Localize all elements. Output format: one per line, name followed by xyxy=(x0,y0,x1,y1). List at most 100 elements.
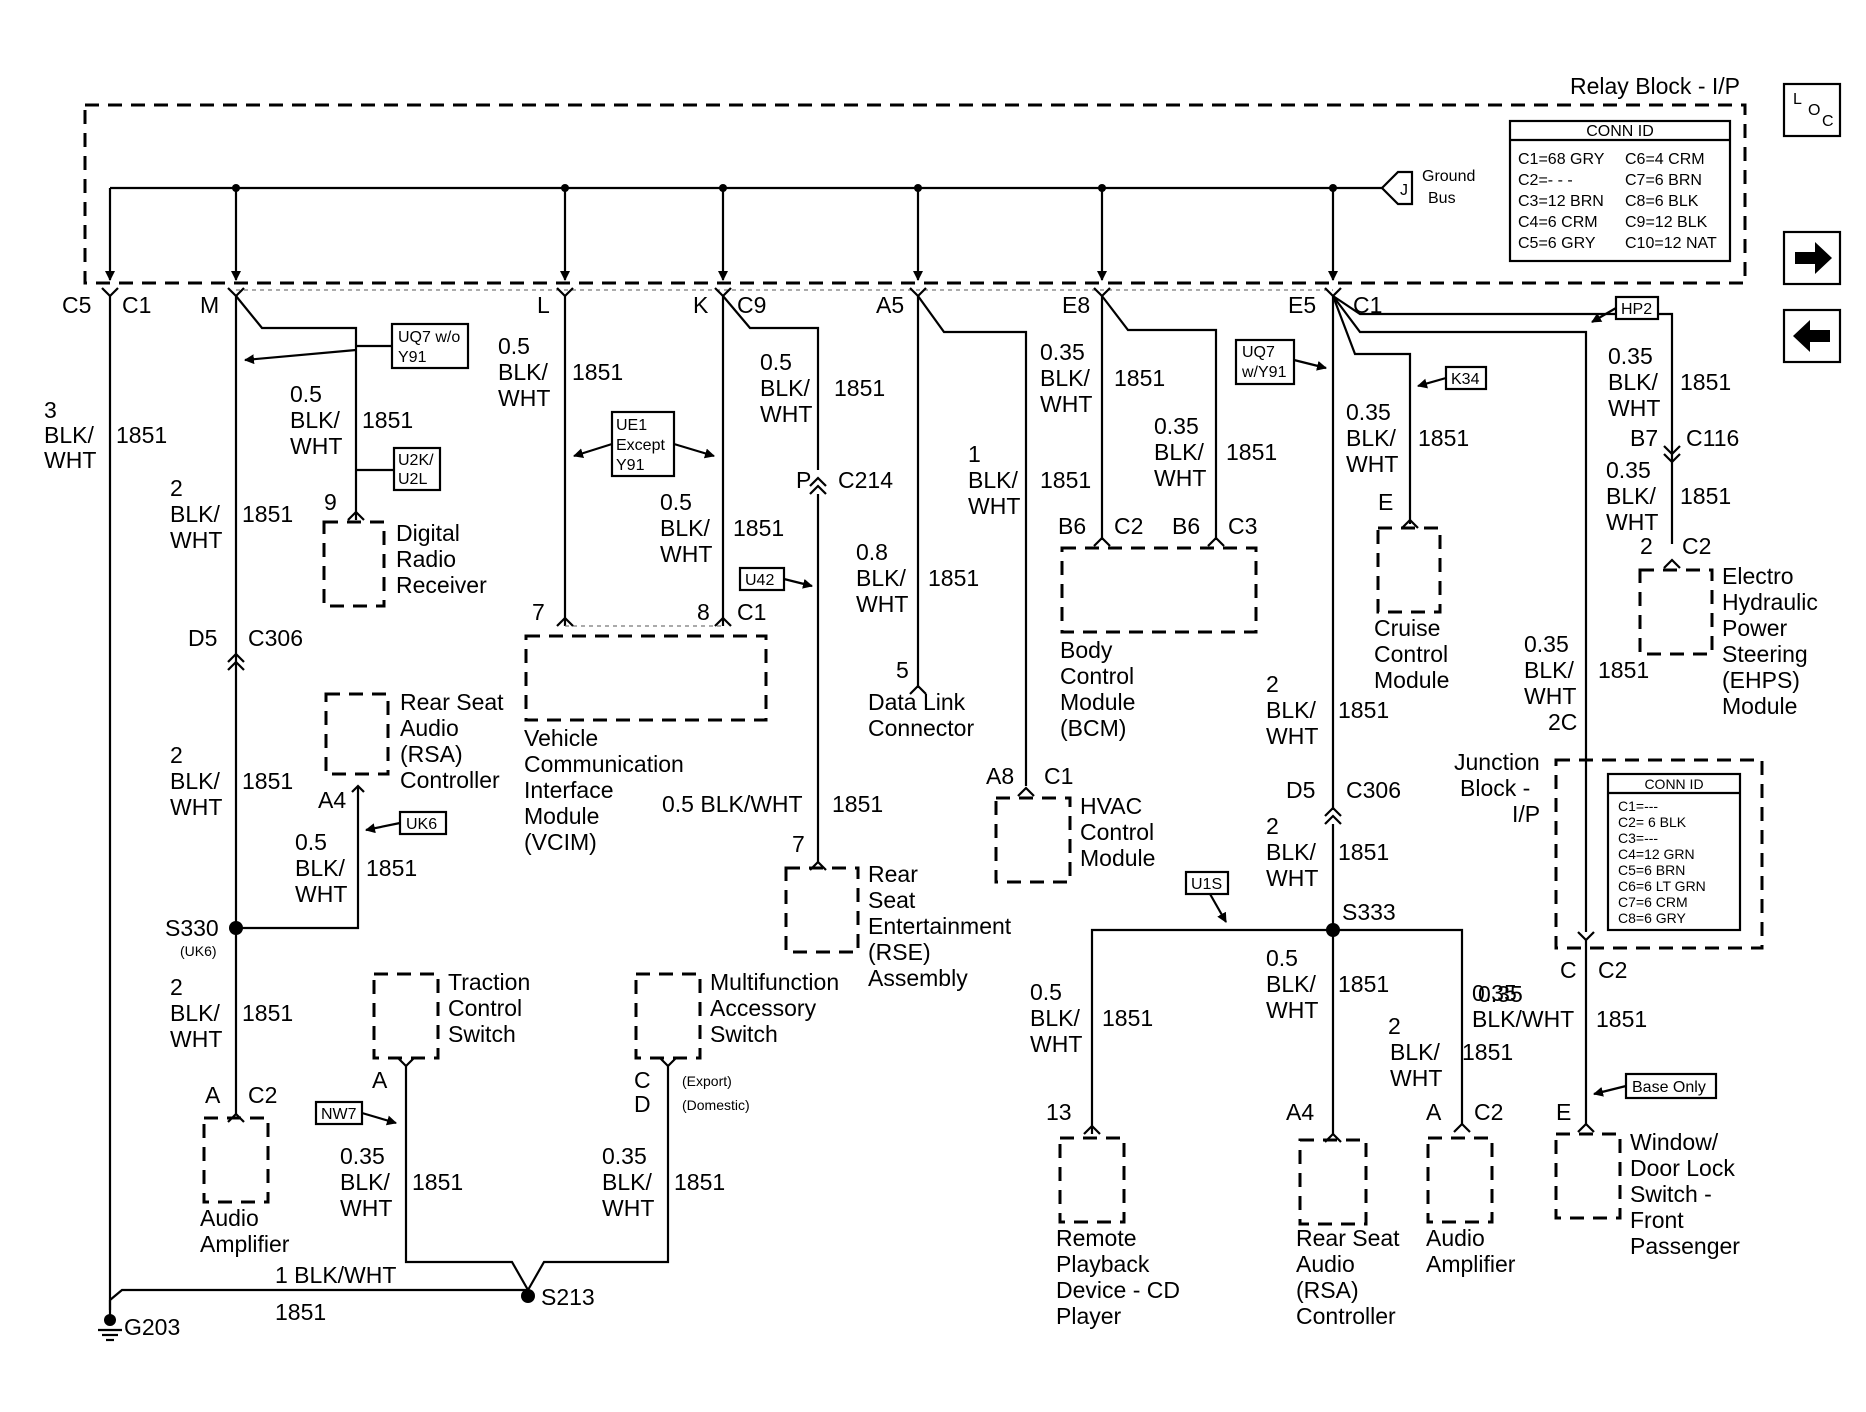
pin-e: E xyxy=(1378,489,1393,515)
connector-chevrons xyxy=(101,287,1342,298)
conn-p: P xyxy=(796,467,811,493)
audio-amplifier-left-box xyxy=(202,1116,270,1204)
component-label: Control xyxy=(1060,663,1134,689)
wire-color: WHT xyxy=(760,401,812,427)
arrow-right-icon[interactable] xyxy=(1782,230,1842,286)
circuit-number: 1851 xyxy=(242,1000,293,1026)
component-label: Entertainment xyxy=(868,913,1012,939)
wire-gauge: 0.5 xyxy=(1266,945,1298,971)
pin-a: A xyxy=(372,1067,388,1093)
circuit-number: 1851 xyxy=(242,501,293,527)
pin-chevron xyxy=(1017,786,1035,797)
component-label: (RSA) xyxy=(1296,1277,1359,1303)
component-label: Power xyxy=(1722,615,1788,641)
circuit-number: 1851 xyxy=(1114,365,1165,391)
component-label: Module xyxy=(1060,689,1135,715)
component-label: Device - CD xyxy=(1056,1277,1180,1303)
wire-color: BLK/ xyxy=(660,515,710,541)
pin-chevron xyxy=(1093,536,1225,547)
wire-color: WHT xyxy=(1154,465,1206,491)
component-label: Player xyxy=(1056,1303,1122,1329)
relay-conn-cell: C2=- - - xyxy=(1518,172,1573,189)
junction-conn-row: C3=--- xyxy=(1618,830,1658,846)
circuit-number: 1851 xyxy=(1338,839,1389,865)
component-label: Rear Seat xyxy=(1296,1225,1400,1251)
component-label: Body xyxy=(1060,637,1113,663)
pin-number: 2 xyxy=(1640,533,1653,559)
conn-d5: D5 xyxy=(188,625,217,651)
wire-color: BLK/ xyxy=(760,375,810,401)
option-text: UQ7 xyxy=(1242,344,1275,361)
component-label: Traction xyxy=(448,969,530,995)
wire-color: WHT xyxy=(1266,997,1318,1023)
wire-color: BLK/ xyxy=(170,1000,220,1026)
wire-color: BLK/ xyxy=(1154,439,1204,465)
wire-gauge: 0.35 xyxy=(1154,413,1199,439)
component-label: Controller xyxy=(400,767,500,793)
component-label: Accessory xyxy=(710,995,817,1021)
junction-pin-2c: 2C xyxy=(1548,709,1577,735)
component-label: Rear xyxy=(868,861,918,887)
component-label: Module xyxy=(1722,693,1797,719)
loc-button[interactable]: L O C xyxy=(1782,82,1842,138)
wire-traction-s213 xyxy=(404,1066,529,1291)
circuit-number: 1851 xyxy=(1680,369,1731,395)
wire-color: WHT xyxy=(1040,391,1092,417)
wire-g203-s213 xyxy=(109,1288,528,1301)
junction-block-box xyxy=(1554,758,1764,950)
wire-color: WHT xyxy=(170,1026,222,1052)
component-label: Remote xyxy=(1056,1225,1137,1251)
circuit-number: 1851 xyxy=(275,1299,326,1325)
wire-color: BLK/ xyxy=(968,467,1018,493)
traction-control-switch-box xyxy=(372,972,440,1060)
option-k34: K34 xyxy=(1417,365,1488,391)
remote-playback-device-box xyxy=(1058,1136,1126,1224)
option-text: UK6 xyxy=(406,816,437,833)
wire-color: WHT xyxy=(1346,451,1398,477)
wire-color: BLK/ xyxy=(340,1169,390,1195)
wire-color: BLK/ xyxy=(1040,365,1090,391)
option-text: UQ7 w/o xyxy=(398,329,460,346)
circuit-number: 1851 xyxy=(834,375,885,401)
wire-color: BLK/ xyxy=(1346,425,1396,451)
relay-conn-title: CONN ID xyxy=(1586,123,1654,140)
circuit-number: 1851 xyxy=(1338,971,1389,997)
junction-conn-row: C2= 6 BLK xyxy=(1618,814,1687,830)
wire-label: BLK/WHT xyxy=(1472,1006,1574,1032)
wire-color: BLK/ xyxy=(170,501,220,527)
window-door-lock-switch-box xyxy=(1554,1132,1622,1220)
junction-block-label: Block - xyxy=(1460,775,1530,801)
option-text: Except xyxy=(616,437,665,454)
component-label: (VCIM) xyxy=(524,829,597,855)
component-label: Interface xyxy=(524,777,614,803)
ground-bus-pin: J xyxy=(1400,182,1408,199)
pin-chevron xyxy=(1453,1122,1471,1133)
component-label: (RSA) xyxy=(400,741,463,767)
wire-gauge: 0.35 xyxy=(1524,631,1569,657)
relay-conn-cell: C5=6 GRY xyxy=(1518,235,1596,252)
ground-g203 xyxy=(98,1300,122,1342)
component-label: Radio xyxy=(396,546,456,572)
arrow-left-icon[interactable] xyxy=(1782,308,1842,364)
wire-color: BLK/ xyxy=(290,407,340,433)
wire-gauge: 2 xyxy=(1388,1013,1401,1039)
wire-color: WHT xyxy=(1266,865,1318,891)
hvac-control-module-box xyxy=(994,796,1072,884)
conn-c9: C9 xyxy=(737,292,766,318)
component-label: Audio xyxy=(200,1205,259,1231)
export-note: (Export) xyxy=(682,1073,732,1089)
wire-gauge: 2 xyxy=(170,475,183,501)
component-label: Receiver xyxy=(396,572,487,598)
component-label: Playback xyxy=(1056,1251,1150,1277)
component-label: Communication xyxy=(524,751,684,777)
bcm-box xyxy=(1060,546,1258,634)
relay-conn-cell: C6=4 CRM xyxy=(1625,151,1705,168)
wire-gauge: 0.35 xyxy=(1040,339,1085,365)
wire-rsa-s330 xyxy=(236,786,360,930)
conn-c2: C2 xyxy=(248,1082,277,1108)
pin-number: 5 xyxy=(896,657,909,683)
wire-gauge: 0.35 xyxy=(602,1143,647,1169)
circuit-number: 1851 xyxy=(1226,439,1277,465)
option-text: U2L xyxy=(398,471,427,488)
